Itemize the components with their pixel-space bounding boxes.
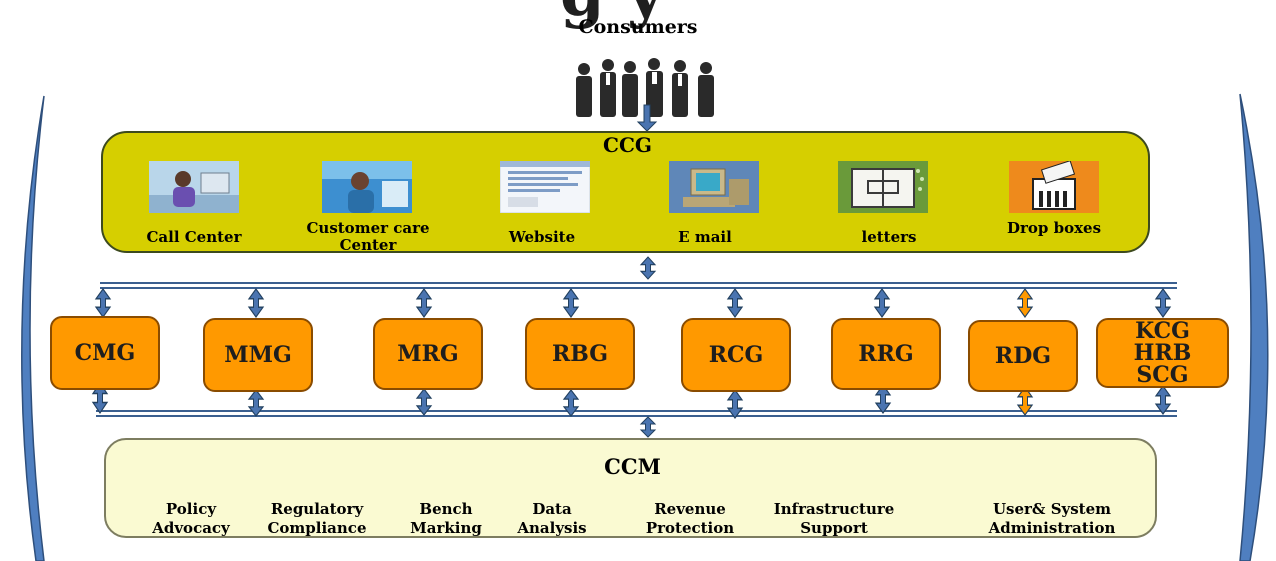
ccg-box: CCG Call Center Customer care Center Web… xyxy=(101,131,1150,254)
function-policy-advocacy: Policy Advocacy xyxy=(152,500,230,537)
notebook-clipart xyxy=(838,161,928,213)
channel-label-call-center: Call Center xyxy=(146,228,242,246)
call-center-photo xyxy=(149,161,239,213)
right-arc xyxy=(1239,93,1269,561)
ccm-box: CCM Policy Advocacy Regulatory Complianc… xyxy=(104,438,1157,538)
function-user-system-administration: User& System Administration xyxy=(988,500,1116,537)
title-fragment: g y xyxy=(560,0,664,31)
channel-label-drop-boxes: Drop boxes xyxy=(1006,219,1102,237)
group-box-rdg: RDG xyxy=(968,320,1078,392)
lower-bus xyxy=(96,410,1177,417)
function-revenue-protection: Revenue Protection xyxy=(645,500,735,537)
function-data-analysis: Data Analysis xyxy=(517,500,587,537)
left-arc xyxy=(21,95,45,561)
ccg-bus-arrow xyxy=(640,256,656,280)
function-bench-marking: Bench Marking xyxy=(410,500,482,537)
group-box-rcg: RCG xyxy=(681,318,791,392)
group-box-rrg: RRG xyxy=(831,318,941,390)
group-box-rbg: RBG xyxy=(525,318,635,390)
group-box-mmg: MMG xyxy=(203,318,313,392)
channel-label-website: Website xyxy=(508,228,576,246)
ccm-title: CCM xyxy=(604,454,661,479)
computer-photo xyxy=(669,161,759,213)
website-screenshot xyxy=(500,161,590,213)
upper-bus xyxy=(100,282,1177,289)
ccg-title: CCG xyxy=(603,133,652,157)
customer-care-photo xyxy=(322,161,412,213)
function-regulatory-compliance: Regulatory Compliance xyxy=(267,500,367,537)
channel-label-email: E mail xyxy=(678,228,732,246)
drop-box-clipart xyxy=(1009,161,1099,213)
consumers-label: Consumers xyxy=(578,16,698,38)
group-box-cmg: CMG xyxy=(50,316,160,390)
group-box-kcg-hrb-scg: KCG HRB SCG xyxy=(1096,318,1229,388)
ccm-bus-arrow xyxy=(640,416,656,438)
channel-label-letters: letters xyxy=(861,228,917,246)
function-infrastructure-support: Infrastructure Support xyxy=(773,500,895,537)
group-box-mrg: MRG xyxy=(373,318,483,390)
consumers-arrow xyxy=(636,104,658,132)
channel-label-customer-care: Customer care Center xyxy=(306,219,430,254)
group-arrows-top xyxy=(95,288,1171,318)
